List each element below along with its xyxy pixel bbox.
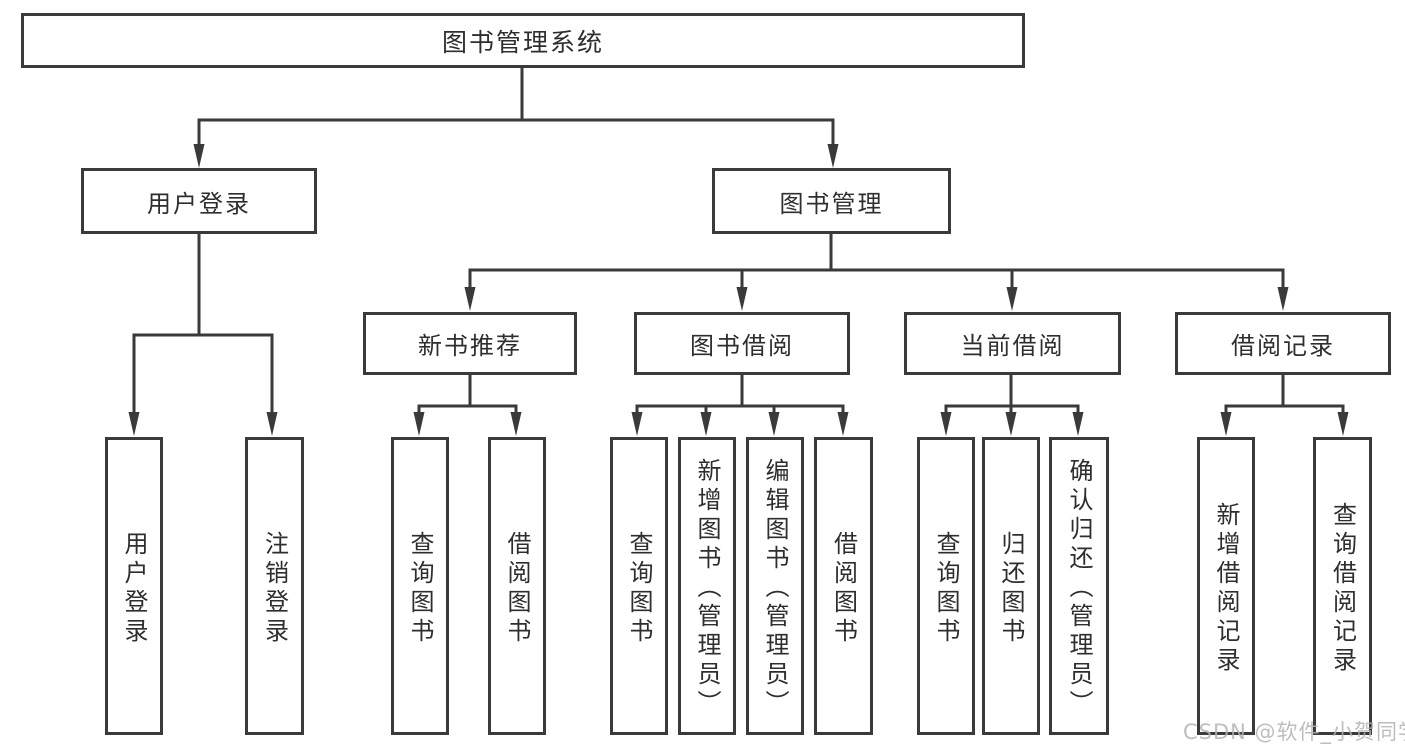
node-book-management-label: 图书管理 bbox=[779, 189, 884, 218]
leaf-confirm-return-admin-label: 确认归还（管理员） bbox=[1065, 458, 1093, 719]
leaf-add-book-admin: 新增图书（管理员） bbox=[678, 437, 736, 735]
leaf-logout: 注销登录 bbox=[245, 437, 304, 735]
leaf-return-book: 归还图书 bbox=[982, 437, 1040, 735]
leaf-query-books-recommend-label: 查询图书 bbox=[406, 530, 434, 647]
leaf-query-borrow-record-label: 查询借阅记录 bbox=[1328, 501, 1357, 676]
node-book-management: 图书管理 bbox=[712, 168, 951, 234]
node-root-label: 图书管理系统 bbox=[441, 27, 604, 57]
leaf-query-books-borrow: 查询图书 bbox=[610, 437, 668, 735]
leaf-edit-book-admin-label: 编辑图书（管理员） bbox=[761, 458, 789, 719]
leaf-add-borrow-record: 新增借阅记录 bbox=[1197, 437, 1255, 735]
leaf-add-book-admin-label: 新增图书（管理员） bbox=[693, 458, 721, 719]
leaf-query-books-recommend: 查询图书 bbox=[391, 437, 449, 735]
leaf-query-books-borrow-label: 查询图书 bbox=[625, 530, 653, 647]
leaf-borrow-books: 借阅图书 bbox=[814, 437, 873, 735]
node-book-borrow: 图书借阅 bbox=[634, 312, 850, 375]
node-root-library-system: 图书管理系统 bbox=[21, 13, 1025, 68]
leaf-query-books-current: 查询图书 bbox=[917, 437, 975, 735]
node-new-book-recommend: 新书推荐 bbox=[363, 312, 577, 375]
leaf-user-login-label: 用户登录 bbox=[120, 530, 148, 647]
watermark: CSDN @软件_小贺同学 bbox=[1183, 720, 1405, 744]
leaf-add-borrow-record-label: 新增借阅记录 bbox=[1212, 501, 1240, 676]
leaf-edit-book-admin: 编辑图书（管理员） bbox=[746, 437, 804, 735]
leaf-confirm-return-admin: 确认归还（管理员） bbox=[1049, 437, 1109, 735]
node-new-book-recommend-label: 新书推荐 bbox=[418, 332, 522, 360]
node-current-borrow-label: 当前借阅 bbox=[960, 332, 1065, 360]
leaf-user-login: 用户登录 bbox=[105, 437, 163, 735]
leaf-logout-label: 注销登录 bbox=[260, 530, 289, 647]
leaf-return-book-label: 归还图书 bbox=[997, 530, 1025, 647]
node-user-login: 用户登录 bbox=[81, 168, 317, 234]
leaf-borrow-books-recommend: 借阅图书 bbox=[488, 437, 546, 735]
leaf-borrow-books-label: 借阅图书 bbox=[829, 530, 858, 647]
node-borrow-records: 借阅记录 bbox=[1175, 312, 1391, 375]
leaf-query-borrow-record: 查询借阅记录 bbox=[1313, 437, 1372, 735]
leaf-query-books-current-label: 查询图书 bbox=[932, 530, 960, 647]
arrowhead-icons bbox=[128, 144, 1349, 436]
node-user-login-label: 用户登录 bbox=[147, 189, 251, 218]
node-borrow-records-label: 借阅记录 bbox=[1231, 332, 1335, 360]
node-current-borrow: 当前借阅 bbox=[904, 312, 1121, 375]
node-book-borrow-label: 图书借阅 bbox=[690, 332, 794, 360]
leaf-borrow-books-recommend-label: 借阅图书 bbox=[503, 530, 531, 647]
